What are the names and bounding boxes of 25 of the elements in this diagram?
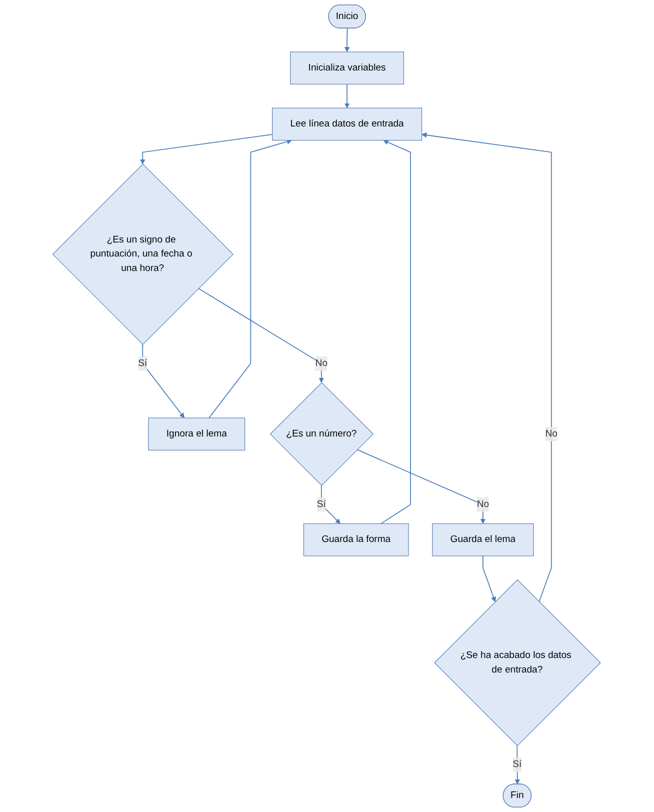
- arrow: [208, 139, 292, 418]
- arrow: [344, 28, 350, 52]
- node-diamond: ¿Es un número?: [270, 382, 374, 486]
- arrow: [198, 288, 324, 383]
- edge-label: No: [316, 358, 328, 368]
- node-box: Inicializa variables: [290, 52, 404, 84]
- arrow: [482, 555, 496, 602]
- edge-label: Sí: [513, 759, 522, 770]
- node-box: Ignora el lema: [148, 418, 246, 450]
- edge-label: No: [546, 428, 558, 439]
- arrow: [321, 485, 341, 524]
- node-box: Lee línea datos de entrada: [272, 108, 422, 141]
- arrow: [380, 140, 412, 524]
- arrow: [142, 344, 185, 418]
- arrow: [344, 84, 350, 108]
- node-diamond: ¿Se ha acabado los datos de entrada?: [434, 579, 602, 746]
- arrow: [357, 449, 486, 524]
- arrow: [422, 132, 552, 602]
- node-box: Guarda la forma: [304, 523, 410, 556]
- edge-label: Sí: [317, 499, 326, 510]
- edge-label: Sí: [138, 358, 148, 368]
- node-box: Guarda el lema: [432, 523, 534, 556]
- arrow: [140, 134, 274, 164]
- edge-label: No: [477, 499, 490, 510]
- node-diamond: ¿Es un signo de puntuación, una fecha o una hora?: [52, 164, 234, 345]
